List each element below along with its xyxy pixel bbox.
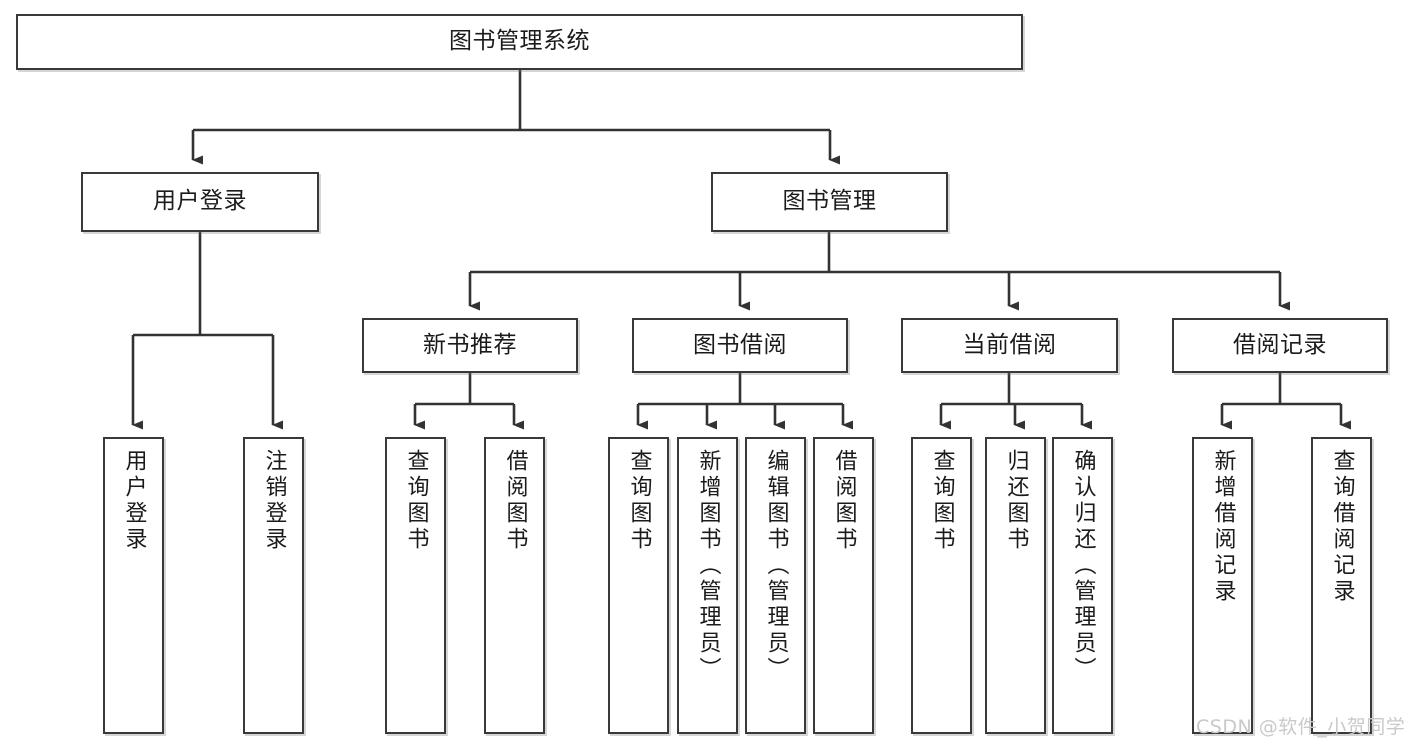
node-leaf-borrow-book-2[interactable]: 借阅图书 — [813, 437, 874, 734]
node-book-borrow[interactable]: 图书借阅 — [632, 318, 848, 373]
node-root[interactable]: 图书管理系统 — [16, 14, 1023, 70]
node-new-book-recommend[interactable]: 新书推荐 — [362, 318, 578, 373]
node-leaf-query-book-2[interactable]: 查询图书 — [608, 437, 669, 734]
node-leaf-edit-book-label: 编辑图书（管理员） — [763, 449, 789, 683]
node-book-borrow-label: 图书借阅 — [693, 331, 787, 358]
node-leaf-query-book-1-label: 查询图书 — [403, 449, 429, 553]
node-leaf-query-record-label: 查询借阅记录 — [1329, 449, 1355, 605]
node-leaf-query-record[interactable]: 查询借阅记录 — [1311, 437, 1372, 734]
node-leaf-borrow-book-1[interactable]: 借阅图书 — [484, 437, 545, 734]
node-leaf-query-book-2-label: 查询图书 — [626, 449, 652, 553]
node-user-login[interactable]: 用户登录 — [81, 172, 319, 232]
node-leaf-edit-book[interactable]: 编辑图书（管理员） — [745, 437, 806, 734]
node-leaf-query-book-3-label: 查询图书 — [929, 449, 955, 553]
node-leaf-return-book[interactable]: 归还图书 — [985, 437, 1046, 734]
node-leaf-query-book-1[interactable]: 查询图书 — [385, 437, 446, 734]
node-leaf-confirm-return[interactable]: 确认归还（管理员） — [1052, 437, 1113, 734]
node-borrow-record-label: 借阅记录 — [1233, 331, 1327, 358]
node-leaf-add-record-label: 新增借阅记录 — [1210, 449, 1236, 605]
node-leaf-borrow-book-1-label: 借阅图书 — [502, 449, 528, 553]
node-leaf-query-book-3[interactable]: 查询图书 — [911, 437, 972, 734]
node-book-management-label: 图书管理 — [782, 188, 877, 215]
node-user-login-label: 用户登录 — [153, 188, 247, 215]
node-current-borrow-label: 当前借阅 — [962, 331, 1057, 358]
node-leaf-logout-label: 注销登录 — [261, 449, 287, 553]
node-leaf-add-book[interactable]: 新增图书（管理员） — [677, 437, 738, 734]
csdn-watermark: CSDN @软件_小贺同学 — [1196, 716, 1405, 738]
node-leaf-borrow-book-2-label: 借阅图书 — [831, 449, 857, 553]
node-current-borrow[interactable]: 当前借阅 — [901, 318, 1118, 373]
node-leaf-return-book-label: 归还图书 — [1003, 449, 1029, 553]
node-root-label: 图书管理系统 — [449, 28, 590, 55]
node-new-book-recommend-label: 新书推荐 — [423, 331, 517, 358]
node-leaf-add-book-label: 新增图书（管理员） — [695, 449, 721, 683]
node-leaf-confirm-return-label: 确认归还（管理员） — [1070, 449, 1096, 683]
node-leaf-add-record[interactable]: 新增借阅记录 — [1192, 437, 1253, 734]
node-borrow-record[interactable]: 借阅记录 — [1172, 318, 1388, 373]
node-book-management[interactable]: 图书管理 — [711, 172, 948, 232]
node-leaf-user-login[interactable]: 用户登录 — [103, 437, 164, 734]
node-leaf-logout[interactable]: 注销登录 — [243, 437, 304, 734]
node-leaf-user-login-label: 用户登录 — [121, 449, 147, 553]
